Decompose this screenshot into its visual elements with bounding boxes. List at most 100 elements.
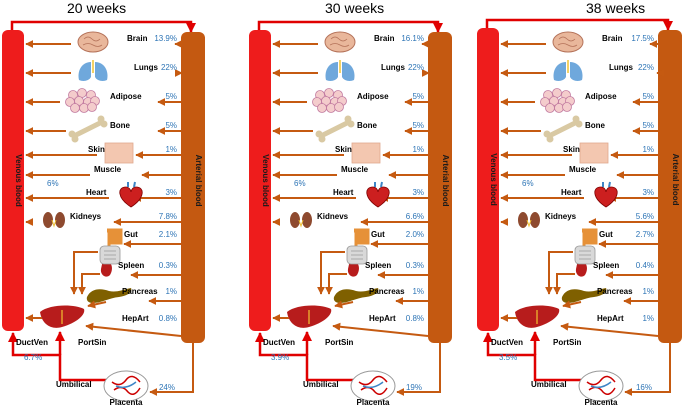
arterial-blood-label: Arterial blood [671, 153, 680, 205]
muscle-label: Muscle [569, 165, 597, 174]
bone-label: Bone [357, 121, 378, 130]
placenta-percent: 19% [406, 383, 422, 392]
heart-percent: 3% [642, 188, 654, 197]
return-flow-arrow [257, 20, 443, 33]
brain-label: Brain [127, 34, 148, 43]
lungs-icon [325, 62, 338, 81]
lungs-percent: 22% [638, 63, 654, 72]
spleen-icon [100, 260, 112, 277]
placenta-artery-icon [586, 375, 616, 395]
placenta-artery-icon [111, 375, 141, 395]
pancreas-label: Pancreas [122, 287, 158, 296]
brain-label: Brain [602, 34, 623, 43]
panel-title: 38 weeks [586, 0, 645, 16]
ductven-arrow [255, 332, 353, 382]
brain-icon [77, 31, 109, 53]
hepart-to-liver-arrow [332, 322, 429, 337]
portsin-label: PortSin [78, 338, 107, 347]
gut-icon [354, 229, 370, 248]
placenta-percent: 16% [636, 383, 652, 392]
muscle-label: Muscle [341, 165, 369, 174]
muscle-percent: 6% [294, 179, 306, 188]
skin-label: Skin [88, 145, 105, 154]
bone-percent: 5% [642, 121, 654, 130]
spleen-label: Spleen [365, 261, 391, 270]
spleen-percent: 0.3% [159, 261, 177, 270]
hepart-to-liver-arrow [85, 322, 182, 337]
ductven-arrow [483, 332, 581, 382]
arterial-blood-column [428, 32, 452, 343]
skin-icon [579, 142, 609, 164]
arterial-to-placenta-arrow [624, 343, 671, 396]
ureter-icon [298, 219, 304, 228]
kidney-icon [55, 212, 65, 228]
placenta-artery-icon [358, 375, 388, 395]
heart-label: Heart [86, 188, 107, 197]
arterial-to-placenta-arrow [396, 343, 441, 396]
kidneys-percent: 6.6% [406, 212, 424, 221]
kidneys-label: Kidneys [545, 212, 577, 221]
kidneys-label: Kidnevs [317, 212, 349, 221]
heart-percent: 3% [412, 188, 424, 197]
ductven-percent: 3.5% [499, 353, 517, 362]
adipose-cell-icon [545, 103, 555, 113]
lungs-label: Lungs [381, 63, 406, 72]
hepart-percent: 0.8% [406, 314, 424, 323]
return-flow-arrow [485, 18, 673, 31]
ductven-label: DuctVen [16, 338, 48, 347]
ductven-percent: 3.9% [271, 353, 289, 362]
skin-percent: 1% [165, 145, 177, 154]
spleen-icon [575, 260, 587, 277]
placenta-icon [350, 370, 396, 402]
muscle-label: Muscle [94, 165, 122, 174]
hepart-label: HepArt [597, 314, 624, 323]
hepart-to-liver-arrow [560, 322, 659, 337]
skin-icon [351, 142, 381, 164]
kidney-icon [302, 212, 312, 228]
gut-label: Gut [599, 230, 613, 239]
placenta-vein-icon [115, 381, 137, 389]
bone-label: Bone [585, 121, 606, 130]
umbilical-label: Umbilical [56, 380, 92, 389]
venous-blood-label: Venous blood [261, 154, 270, 207]
brain-icon-folds [557, 36, 578, 47]
spleen-to-liver-arrow [78, 273, 100, 295]
bone-label: Bone [110, 121, 131, 130]
brain-label: Brain [374, 34, 395, 43]
muscle-percent: 6% [47, 179, 59, 188]
heart-icon [594, 186, 618, 208]
gut-percent: 2.7% [636, 230, 654, 239]
gut-percent: 2.1% [159, 230, 177, 239]
skin-label: Skin [563, 145, 580, 154]
pancreas-to-liver-arrow [87, 300, 107, 309]
adipose-label: Adipose [357, 92, 389, 101]
bone-icon [318, 119, 352, 139]
adipose-percent: 5% [642, 92, 654, 101]
pancreas-percent: 1% [412, 287, 424, 296]
gut-to-liver-arrow [317, 251, 345, 295]
kidney-icon [290, 212, 300, 228]
arterial-to-placenta-arrow [149, 343, 194, 396]
bone-end-icon [97, 115, 105, 123]
lungs-percent: 22% [161, 63, 177, 72]
kidney-icon [530, 212, 540, 228]
bone-end-icon [344, 115, 352, 123]
placenta-icon [103, 370, 149, 402]
adipose-cell-icon [554, 103, 564, 113]
kidney-icon [518, 212, 528, 228]
bone-percent: 5% [165, 121, 177, 130]
brain-percent: 13.9% [154, 34, 177, 43]
adipose-percent: 5% [412, 92, 424, 101]
spleen-label: Spleen [593, 261, 619, 270]
skin-icon [104, 142, 134, 164]
lungs-icon-right [342, 62, 355, 81]
adipose-cell-icon [70, 103, 80, 113]
arterial-blood-label: Arterial blood [441, 154, 450, 206]
spleen-percent: 0.4% [636, 261, 654, 270]
spleen-to-liver-arrow [553, 273, 575, 295]
brain-percent: 16.1% [401, 34, 424, 43]
placenta-label: Placenta [110, 398, 143, 407]
kidneys-percent: 7.8% [159, 212, 177, 221]
